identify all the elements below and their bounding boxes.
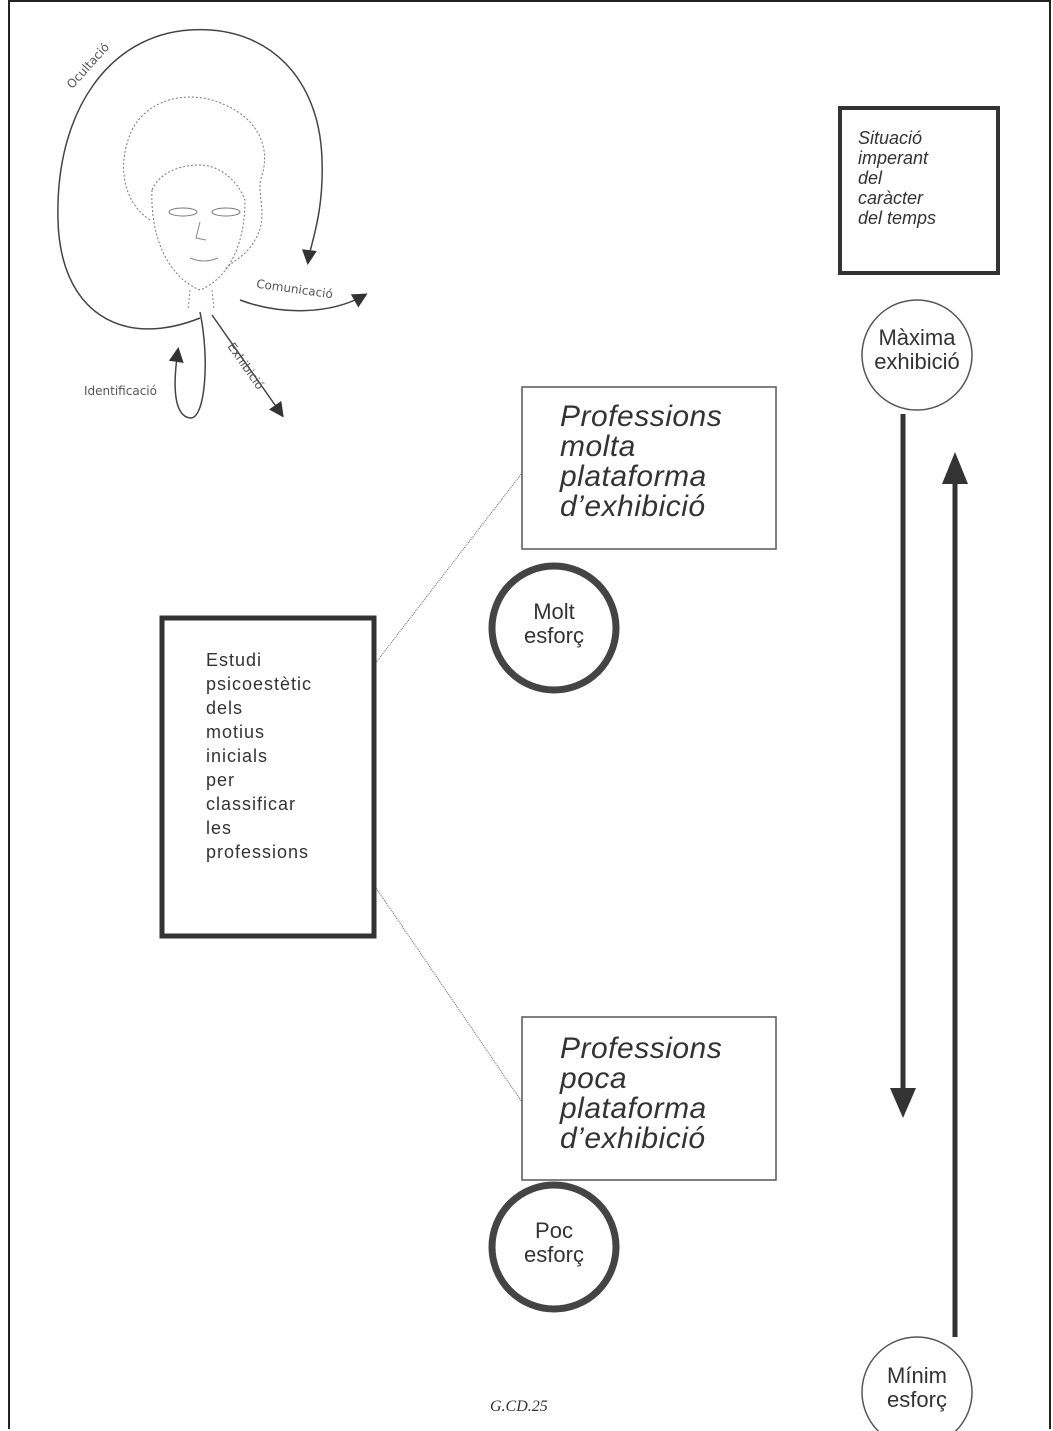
identificacio-label: Identificació: [84, 384, 157, 398]
down-arrow: [890, 414, 916, 1118]
right-eye: [211, 207, 241, 217]
ocultacio-arrow: [57, 29, 323, 330]
face-illustration: [57, 29, 368, 419]
exhibicio-arrow: [211, 314, 284, 418]
poc-circle-text: Poc esforç: [524, 1218, 584, 1267]
situation-box-border: [838, 106, 1000, 275]
connector-to-high: [373, 472, 523, 666]
identificacio-arrow: [168, 311, 206, 419]
study-box-text: Estudi psicoestètic dels motius inicials…: [206, 650, 313, 862]
comunicacio-arrow: [239, 293, 368, 312]
minim-circle-text: Mínim esforç: [887, 1363, 947, 1412]
hair-outline: [123, 96, 266, 271]
left-eye: [168, 207, 198, 217]
professions-high-text: Professions molta plataforma d’exhibició: [560, 400, 723, 523]
situation-box-text: Situació imperant del caràcter del temps: [858, 128, 937, 228]
poc-circle-border: [488, 1181, 620, 1313]
page-frame: [8, 0, 1051, 1429]
professions-low-box-border: [521, 1016, 777, 1181]
molt-circle-border: [488, 562, 620, 694]
nose: [195, 221, 207, 241]
connector-to-low: [373, 884, 523, 1103]
up-arrow: [942, 452, 968, 1337]
professions-high-box-border: [521, 386, 777, 550]
minim-circle-border: [861, 1336, 973, 1431]
study-box-border: [159, 615, 377, 939]
mouth: [189, 257, 219, 262]
face-outline: [151, 164, 246, 291]
figure-caption: G.CD.25: [490, 1398, 548, 1415]
maxima-circle-border: [861, 299, 973, 411]
professions-low-text: Professions poca plataforma d’exhibició: [560, 1032, 723, 1155]
molt-circle-text: Molt esforç: [524, 599, 584, 648]
neck: [187, 289, 215, 311]
maxima-circle-text: Màxima exhibició: [874, 325, 960, 374]
